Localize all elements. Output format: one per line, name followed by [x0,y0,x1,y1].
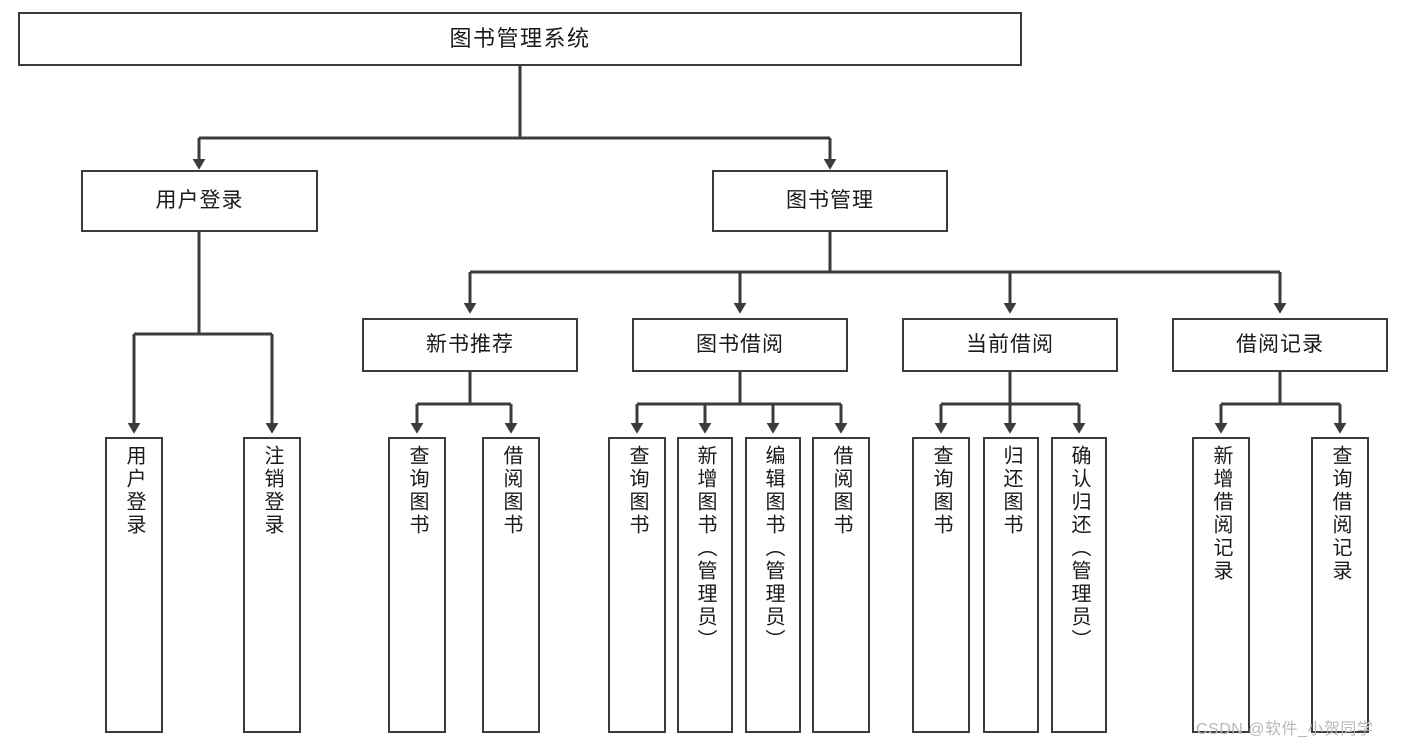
node-label: 用户登录 [123,445,145,537]
leaf-logout[interactable]: 注销登录 [243,437,301,733]
node-label: 图书借阅 [696,332,784,356]
node-label: 借阅记录 [1236,332,1324,356]
node-label: 注销登录 [261,445,283,537]
leaf-edit-book-admin[interactable]: 编辑图书（管理员） [745,437,801,733]
leaf-query-books-current[interactable]: 查询图书 [912,437,970,733]
node-label: 查询借阅记录 [1329,445,1351,583]
leaf-user-login[interactable]: 用户登录 [105,437,163,733]
node-label: 当前借阅 [966,332,1054,356]
leaf-confirm-return-admin[interactable]: 确认归还（管理员） [1051,437,1107,733]
node-label: 查询图书 [406,445,428,537]
leaf-query-books-recommend[interactable]: 查询图书 [388,437,446,733]
node-label: 确认归还（管理员） [1068,445,1090,652]
node-label: 新增借阅记录 [1210,445,1232,583]
node-label: 编辑图书（管理员） [762,445,784,652]
node-label: 图书管理 [786,188,874,212]
node-label: 用户登录 [155,188,244,212]
node-label: 借阅图书 [500,445,522,537]
node-label: 新书推荐 [426,332,514,356]
node-borrow-records[interactable]: 借阅记录 [1172,318,1388,372]
node-root-system[interactable]: 图书管理系统 [18,12,1022,66]
node-label: 归还图书 [1000,445,1022,537]
leaf-return-books[interactable]: 归还图书 [983,437,1039,733]
node-label: 借阅图书 [830,445,852,537]
leaf-add-book-admin[interactable]: 新增图书（管理员） [677,437,733,733]
node-label: 图书管理系统 [449,26,591,52]
node-book-borrow[interactable]: 图书借阅 [632,318,848,372]
leaf-query-borrow-record[interactable]: 查询借阅记录 [1311,437,1369,733]
leaf-add-borrow-record[interactable]: 新增借阅记录 [1192,437,1250,733]
leaf-query-books-borrow[interactable]: 查询图书 [608,437,666,733]
leaf-borrow-books[interactable]: 借阅图书 [812,437,870,733]
node-label: 查询图书 [626,445,648,537]
node-label: 查询图书 [930,445,952,537]
node-new-book-recommend[interactable]: 新书推荐 [362,318,578,372]
csdn-watermark: CSDN @软件_小贺同学 [1196,721,1374,738]
node-current-borrow[interactable]: 当前借阅 [902,318,1118,372]
node-book-management[interactable]: 图书管理 [712,170,948,232]
leaf-borrow-books-recommend[interactable]: 借阅图书 [482,437,540,733]
node-label: 新增图书（管理员） [694,445,716,652]
node-user-login[interactable]: 用户登录 [81,170,318,232]
